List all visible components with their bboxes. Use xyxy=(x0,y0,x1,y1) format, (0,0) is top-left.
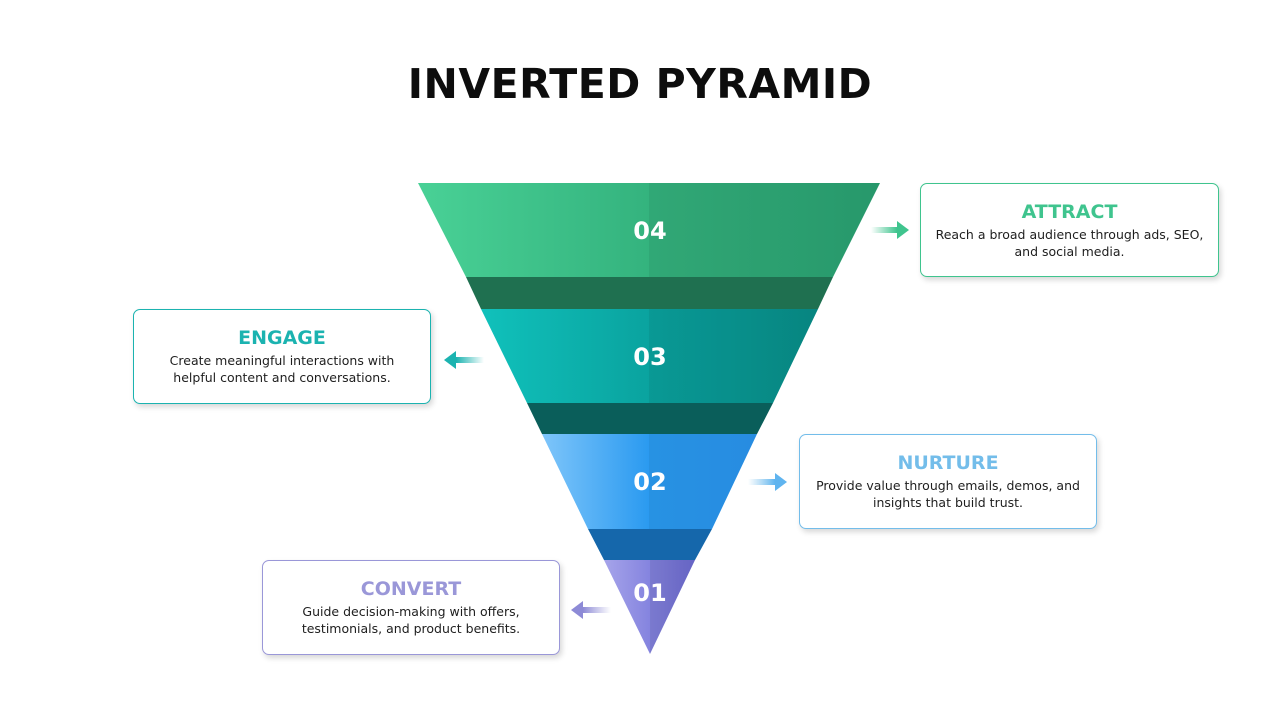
attract-description: Reach a broad audience through ads, SEO,… xyxy=(935,227,1204,259)
connector-3-2 xyxy=(527,403,773,434)
level-03-segment xyxy=(481,309,818,403)
level-04-number: 04 xyxy=(633,217,666,245)
connector-4-3 xyxy=(466,277,833,309)
nurture-card: NURTURE Provide value through emails, de… xyxy=(799,434,1097,529)
attract-heading: ATTRACT xyxy=(1021,201,1118,223)
arrow-right-icon xyxy=(871,221,909,239)
level-01-number: 01 xyxy=(633,579,666,607)
arrow-left-icon xyxy=(444,351,484,369)
engage-description: Create meaningful interactions with help… xyxy=(169,353,395,385)
convert-card: CONVERT Guide decision-making with offer… xyxy=(262,560,560,655)
nurture-heading: NURTURE xyxy=(897,452,999,474)
level-02-segment xyxy=(542,434,757,529)
engage-heading: ENGAGE xyxy=(238,327,326,349)
attract-card: ATTRACT Reach a broad audience through a… xyxy=(920,183,1219,277)
nurture-description: Provide value through emails, demos, and… xyxy=(816,478,1080,510)
engage-card: ENGAGE Create meaningful interactions wi… xyxy=(133,309,431,404)
level-02-number: 02 xyxy=(633,468,666,496)
level-03-number: 03 xyxy=(633,343,666,371)
page-title: INVERTED PYRAMID xyxy=(407,60,873,108)
level-03-highlight xyxy=(649,309,818,403)
connector-2-1 xyxy=(588,529,712,560)
convert-description: Guide decision-making with offers, testi… xyxy=(301,604,521,636)
convert-heading: CONVERT xyxy=(360,578,462,600)
arrow-right-icon xyxy=(748,473,787,491)
level-02-highlight xyxy=(649,434,757,529)
level-04-segment xyxy=(418,183,880,277)
level-01-segment xyxy=(604,560,695,654)
level-01-highlight xyxy=(650,560,695,654)
arrow-left-icon xyxy=(571,601,611,619)
level-04-highlight xyxy=(649,183,880,277)
